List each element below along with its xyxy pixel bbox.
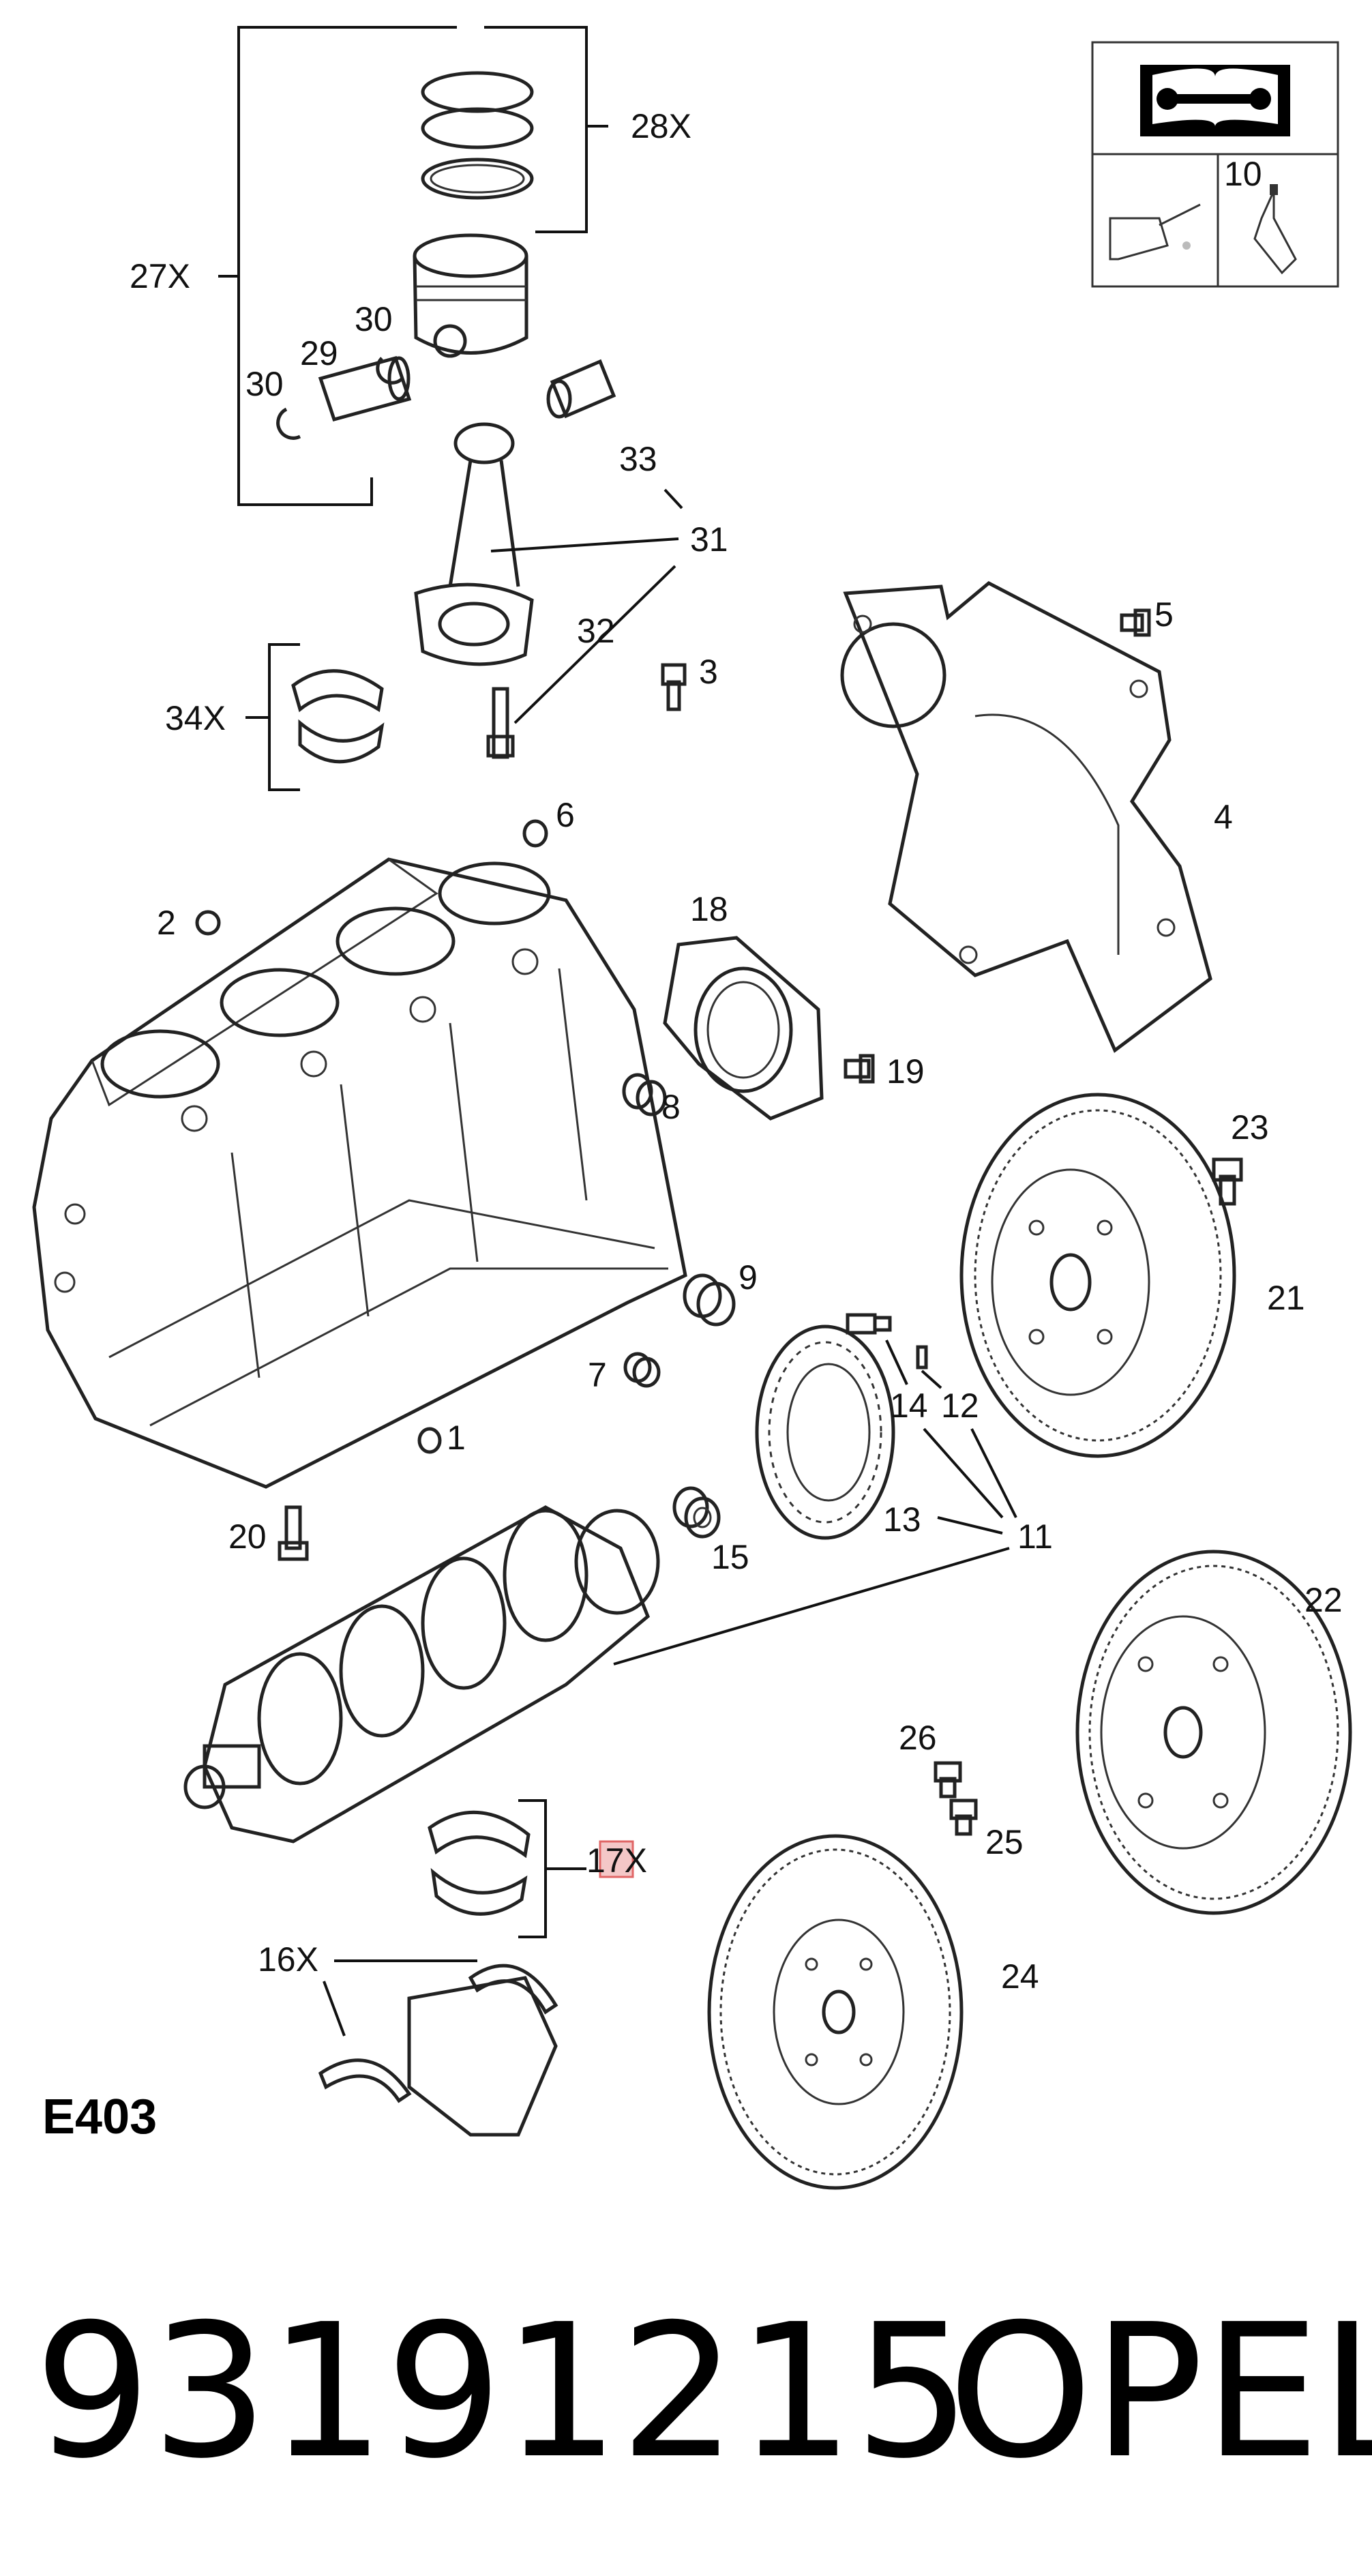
callout-9: 9: [739, 1258, 758, 1297]
rod-bearing-shells: [291, 669, 385, 764]
callout-31: 31: [690, 520, 728, 559]
circlip-right: [376, 357, 404, 385]
rod-bolt: [486, 687, 515, 759]
callout-6: 6: [556, 796, 575, 834]
bolt-26: [934, 1761, 962, 1798]
crankshaft: [183, 1505, 660, 1844]
piston: [413, 233, 528, 358]
highlight-marker: [599, 1840, 634, 1878]
manual-wrench-icon: [1140, 65, 1290, 136]
callout-30a: 30: [245, 365, 284, 403]
seal-8: [622, 1073, 667, 1116]
bolt-25: [949, 1798, 978, 1836]
pilot-bearing: [672, 1486, 721, 1539]
legend-box: 10: [1091, 41, 1339, 288]
callout-13: 13: [883, 1500, 921, 1539]
callout-15: 15: [711, 1538, 749, 1576]
plug-1: [417, 1427, 442, 1454]
flywheel-22: [1075, 1550, 1352, 1915]
callout-16: 16X: [258, 1940, 318, 1979]
callout-21: 21: [1267, 1279, 1305, 1317]
diagram-code: E403: [42, 2090, 157, 2144]
oil-can-icon: [1109, 203, 1201, 261]
callout-23: 23: [1231, 1108, 1269, 1146]
brand-name: OPEL: [948, 2284, 1372, 2499]
flywheel-24: [707, 1834, 964, 2190]
bolt-20: [278, 1505, 309, 1561]
seal-9: [683, 1273, 736, 1327]
callout-24: 24: [1001, 1957, 1039, 1996]
seal-7: [623, 1352, 661, 1388]
bolt-3: [661, 663, 687, 711]
callout-7: 7: [588, 1356, 607, 1394]
callout-17: 17X: [586, 1841, 647, 1880]
callout-12: 12: [941, 1387, 979, 1425]
callout-26: 26: [899, 1719, 937, 1757]
plug-6: [522, 819, 548, 848]
bolt-14: [846, 1313, 892, 1335]
small-end-bushing: [546, 359, 616, 419]
adapter-plate: [840, 581, 1212, 1053]
rear-seal-carrier: [663, 936, 824, 1121]
reluctor-ring: [755, 1324, 895, 1540]
callout-27: 27X: [130, 257, 190, 295]
connecting-rod: [414, 422, 534, 666]
circlip-left: [276, 407, 301, 440]
pin-12: [916, 1345, 928, 1370]
flywheel-21: [959, 1093, 1236, 1458]
thrust-washers: [318, 1964, 558, 2137]
callout-1: 1: [447, 1419, 466, 1457]
callout-34: 34X: [165, 699, 226, 737]
callout-32: 32: [577, 612, 615, 650]
callout-10: 10: [1224, 155, 1262, 193]
main-bearing-cap: [407, 1976, 558, 2137]
callout-14: 14: [890, 1387, 928, 1425]
plug-2: [195, 910, 221, 936]
engine-block: [32, 857, 687, 1489]
callout-28: 28X: [631, 107, 691, 145]
bolt-23: [1212, 1157, 1243, 1206]
callout-19: 19: [886, 1052, 925, 1091]
callout-30b: 30: [355, 300, 393, 338]
part-number: 93191215: [34, 2284, 971, 2499]
callout-33: 33: [619, 440, 657, 478]
main-bearing-shells: [428, 1810, 531, 1916]
callout-18: 18: [690, 890, 728, 928]
callout-5: 5: [1154, 595, 1174, 634]
callout-25: 25: [985, 1823, 1024, 1861]
callout-4: 4: [1214, 798, 1233, 836]
callout-22: 22: [1304, 1581, 1343, 1619]
callout-29: 29: [300, 334, 338, 372]
bolt-5: [1120, 608, 1151, 637]
callout-11: 11: [1017, 1518, 1053, 1556]
bolt-19: [844, 1054, 875, 1084]
callout-8: 8: [661, 1088, 681, 1126]
callout-2: 2: [157, 904, 176, 942]
piston-assembly: [276, 71, 616, 759]
callout-3: 3: [699, 653, 718, 691]
piston-pin: [318, 355, 412, 422]
callout-20: 20: [228, 1518, 267, 1556]
piston-rings: [421, 71, 534, 200]
sealant-tube-icon: [1253, 184, 1297, 275]
